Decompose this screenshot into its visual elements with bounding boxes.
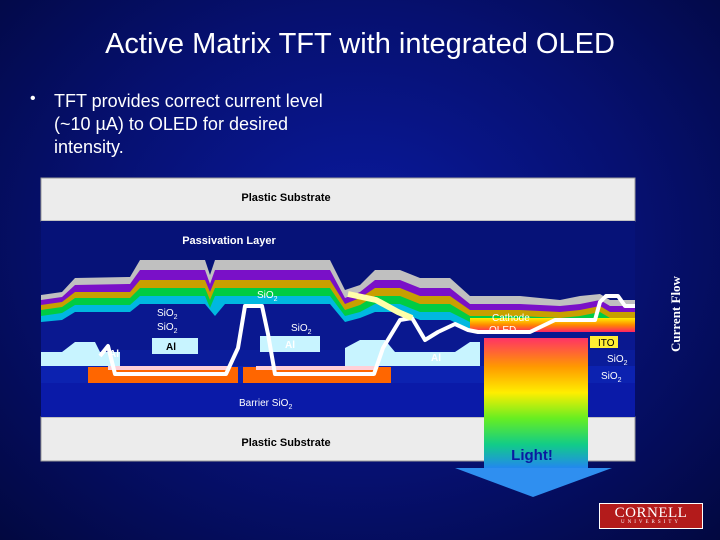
current-flow-highlight [347,291,414,321]
logo-name: CORNELL [614,505,688,521]
label-barrier-sio2: Barrier SiO2 [239,398,292,411]
al-contact-2 [152,338,198,354]
channel-left [108,366,228,370]
label-sio2-b: SiO2 [157,322,178,335]
label-sio2-mid: SiO2 [291,323,312,336]
ito-patch [590,336,618,348]
label-passivation: Passivation Layer [182,235,276,247]
label-al-2: Al [166,342,176,353]
label-al-4: Al [431,353,441,364]
top-plastic-substrate [40,177,636,222]
label-sio2-top: SiO2 [257,290,278,303]
label-sio2-right-b: SiO2 [601,371,622,384]
label-sio2-right-a: SiO2 [607,354,628,367]
al-contact-3 [260,336,320,352]
label-bottom-substrate: Plastic Substrate [241,437,330,449]
current-flow-path [98,294,635,376]
label-cathode: Cathode [492,313,530,324]
bullet-text: TFT provides correct current level (~10 … [54,91,323,157]
light-column [484,338,588,468]
label-ito: ITO [598,338,615,349]
label-top-substrate: Plastic Substrate [241,192,330,204]
cornell-logo: CORNELL UNIVERSITY [599,503,703,529]
label-al-1: Al [109,349,119,360]
channel-right [256,366,376,370]
label-oled: OLED [489,325,516,336]
bullet-marker: • [30,90,36,107]
label-light: Light! [511,447,553,464]
slide-title: Active Matrix TFT with integrated OLED [105,28,615,60]
label-current-flow: Current Flow [668,275,683,352]
light-arrow [455,468,612,497]
label-al-3: Al [285,340,295,351]
label-sio2-a: SiO2 [157,308,178,321]
al-contact-1 [41,342,120,366]
logo-sub: UNIVERSITY [621,520,681,525]
